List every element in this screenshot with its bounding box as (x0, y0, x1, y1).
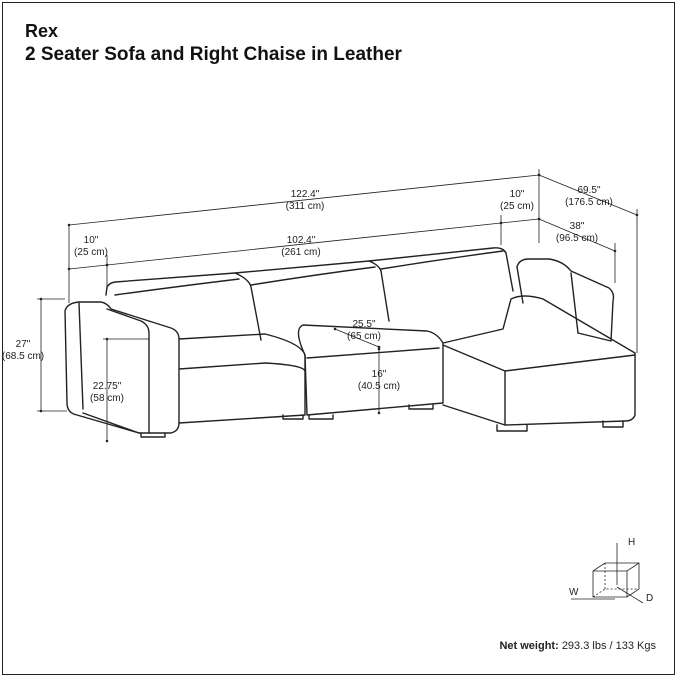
header: Rex 2 Seater Sofa and Right Chaise in Le… (25, 21, 402, 66)
total-height-cm: (68.5 cm) (3, 351, 44, 362)
chaise-top-front (504, 354, 636, 372)
back-cushion-divider (234, 272, 262, 341)
sofa-foot (408, 404, 434, 410)
chaise-depth-in: 38" (570, 221, 585, 232)
arm-height-cm: (58 cm) (90, 393, 124, 404)
dimension-lines (37, 169, 639, 443)
left-arm-edge (78, 302, 84, 410)
net-weight-value: 293.3 lbs / 133 Kgs (561, 640, 656, 652)
chaise-depth-cm: (96.5 cm) (556, 233, 598, 244)
sofa-diagram: 122.4" (311 cm) 102.4" (261 cm) 10" (25 … (3, 169, 653, 604)
back-cushion-divider (368, 260, 390, 322)
arm-right-cm: (25 cm) (500, 201, 534, 212)
seat-height-cm: (40.5 cm) (358, 381, 400, 392)
net-weight: Net weight: 293.3 lbs / 133 Kgs (499, 640, 656, 652)
arm-height-in: 22.75" (93, 381, 122, 392)
diagram-frame: Rex 2 Seater Sofa and Right Chaise in Le… (2, 2, 675, 675)
inner-width-in: 102.4" (287, 235, 316, 246)
arm-right-in: 10" (510, 189, 525, 200)
back-cushion (250, 266, 376, 286)
chaise-front-edge (442, 344, 506, 426)
back-cushion (114, 278, 240, 296)
seat-depth-cm: (65 cm) (347, 331, 381, 342)
seat-depth-in: 25.5" (352, 319, 375, 330)
axis-w-label: W (569, 587, 579, 598)
dimension-labels: 122.4" (311 cm) 102.4" (261 cm) 10" (25 … (3, 185, 613, 404)
seat-height-in: 16" (372, 369, 387, 380)
dim-line-inner-width (105, 221, 503, 267)
arm-left-in: 10" (84, 235, 99, 246)
sofa-foot (308, 414, 334, 420)
seat-cushion-left-front (178, 362, 306, 372)
sofa-foot (140, 432, 166, 438)
left-arm-inner (106, 308, 150, 434)
sofa-drawing (64, 247, 636, 438)
sofa-foot (282, 414, 304, 420)
dim-line-seat-depth (333, 327, 381, 349)
axis-cube (571, 543, 644, 604)
total-width-in: 122.4" (291, 189, 320, 200)
right-arm-inner (516, 266, 524, 304)
sofa-foot (602, 420, 624, 428)
left-arm (64, 301, 180, 434)
chaise-seat (442, 295, 636, 426)
total-width-cm: (311 cm) (286, 201, 325, 212)
arm-left-cm: (25 cm) (74, 247, 108, 258)
axis-d-label: D (646, 593, 653, 604)
axis-cube-box (592, 562, 640, 598)
net-weight-label: Net weight: (499, 640, 559, 652)
total-depth-in: 69.5" (577, 185, 600, 196)
total-height-in: 27" (16, 339, 31, 350)
dim-line-arm-right (499, 217, 541, 225)
dim-line-total-width (67, 173, 541, 227)
dim-line-arm-left (67, 263, 109, 271)
sofa-backrest (105, 247, 514, 296)
dim-line-total-depth (537, 173, 639, 217)
axis-h-label: H (628, 537, 635, 548)
total-depth-cm: (176.5 cm) (565, 197, 613, 208)
dim-line-chaise-depth (537, 217, 617, 253)
seat-cushion-middle-front (306, 347, 440, 359)
brand-name: Rex (25, 21, 59, 41)
product-title: 2 Seater Sofa and Right Chaise in Leathe… (25, 43, 402, 65)
sofa-foot (496, 424, 528, 432)
seat-cushion-left (178, 333, 306, 424)
right-arm-edge (570, 272, 579, 334)
left-arm-front (82, 412, 140, 434)
inner-width-cm: (261 cm) (281, 247, 320, 258)
right-arm (516, 258, 615, 342)
